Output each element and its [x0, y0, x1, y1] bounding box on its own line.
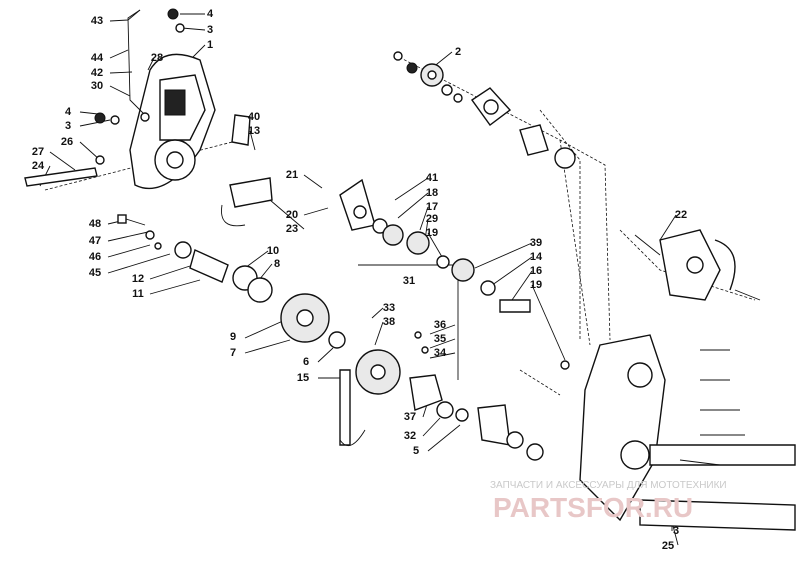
callout-1: 1	[207, 39, 213, 51]
callout-19: 19	[426, 227, 438, 239]
callout-13: 13	[248, 125, 260, 137]
callout-10: 10	[267, 245, 279, 257]
callout-6: 6	[303, 356, 309, 368]
chaincase-cover	[129, 53, 251, 190]
chaincase-housing	[579, 334, 796, 531]
tensioner-assembly	[117, 214, 330, 343]
callout-17: 17	[426, 201, 438, 213]
watermark-logo: PARTSFOR.RU	[493, 492, 693, 523]
callout-37: 37	[404, 411, 416, 423]
lower-gear-stack	[328, 331, 544, 461]
callout-47: 47	[89, 235, 101, 247]
callout-45: 45	[89, 267, 101, 279]
callout-44: 44	[91, 52, 104, 64]
callout-31: 31	[403, 275, 415, 287]
callout-23: 23	[286, 223, 298, 235]
callout-18: 18	[426, 187, 438, 199]
callout-9: 9	[230, 331, 236, 343]
callout-4: 4	[65, 106, 72, 118]
callout-33: 33	[383, 302, 395, 314]
bracket-23	[221, 177, 273, 227]
shaft-24	[24, 8, 185, 187]
callout-34: 34	[434, 347, 447, 359]
callout-27: 27	[32, 146, 44, 158]
callout-20: 20	[286, 209, 298, 221]
callout-2: 2	[455, 46, 461, 58]
callout-28: 28	[151, 52, 163, 64]
callout-14: 14	[530, 251, 543, 263]
callout-22: 22	[675, 209, 687, 221]
callout-36: 36	[434, 319, 446, 331]
callout-3: 3	[207, 24, 213, 36]
bracket-22	[634, 229, 761, 301]
chain-15	[339, 369, 366, 447]
callout-38: 38	[383, 316, 395, 328]
callout-26: 26	[61, 136, 73, 148]
callout-8: 8	[274, 258, 280, 270]
callout-7: 7	[230, 347, 236, 359]
watermark-caption: ЗАПЧАСТИ И АКСЕССУАРЫ ДЛЯ МОТОТЕХНИКИ	[490, 480, 727, 491]
callout-30: 30	[91, 80, 103, 92]
callout-24: 24	[32, 160, 45, 172]
callout-21: 21	[286, 169, 298, 181]
callout-48: 48	[89, 218, 101, 230]
watermark: ЗАПЧАСТИ И АКСЕССУАРЫ ДЛЯ МОТОТЕХНИКИ PA…	[490, 480, 727, 523]
callout-5: 5	[413, 445, 419, 457]
callout-43: 43	[91, 15, 103, 27]
callout-16: 16	[530, 265, 542, 277]
callout-39: 39	[530, 237, 542, 249]
callout-40: 40	[248, 111, 260, 123]
callout-3: 3	[673, 525, 679, 537]
upper-idler-stack	[393, 51, 576, 169]
callout-12: 12	[132, 273, 144, 285]
callout-11: 11	[132, 288, 144, 300]
callout-4: 4	[207, 8, 214, 20]
middle-sprocket-stack	[339, 178, 570, 370]
callout-35: 35	[434, 333, 446, 345]
callout-41: 41	[426, 172, 438, 184]
callout-29: 29	[426, 213, 438, 225]
callout-15: 15	[297, 372, 309, 384]
callout-3: 3	[65, 120, 71, 132]
callout-46: 46	[89, 251, 101, 263]
dipstick	[127, 9, 150, 122]
callout-42: 42	[91, 67, 103, 79]
callout-19: 19	[530, 279, 542, 291]
callout-25: 25	[662, 540, 674, 552]
callout-32: 32	[404, 430, 416, 442]
